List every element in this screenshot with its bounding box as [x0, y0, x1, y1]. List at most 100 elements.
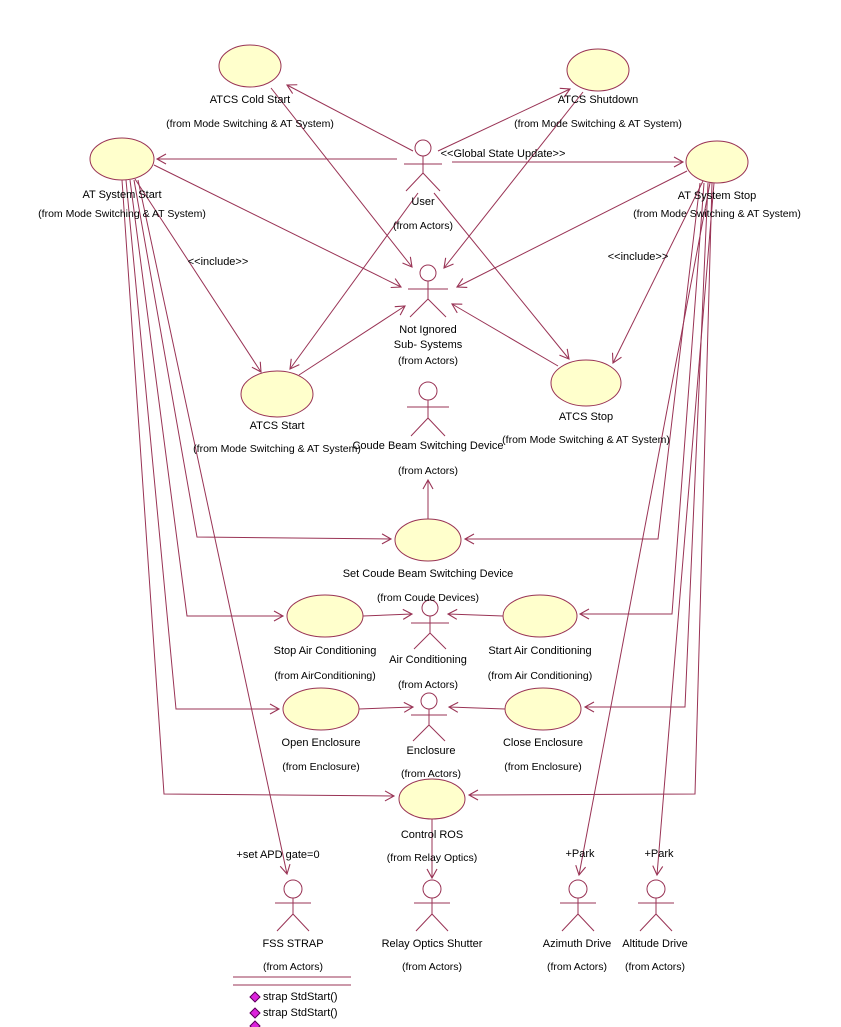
- use-case-from-label: (from Coude Devices): [376, 592, 480, 604]
- edge-label-include: <<include>>: [187, 256, 249, 268]
- operation-label: strap StdStart(): [263, 991, 338, 1003]
- edge-include-at-system-stop-atcs-stop[interactable]: [611, 180, 704, 365]
- edge-park-azimuth-drive[interactable]: [575, 182, 711, 877]
- edge-user-atcs-start[interactable]: [289, 192, 419, 370]
- actor-from-label: (from Actors): [400, 768, 462, 780]
- actor-coude-beam-switching-device[interactable]: [407, 381, 449, 437]
- use-case-from-label: (from Mode Switching & AT System): [514, 118, 682, 130]
- use-case-from-label: (from Air Conditioning): [487, 670, 593, 682]
- use-case-control-ros[interactable]: [398, 778, 466, 820]
- use-case-at-system-stop[interactable]: [685, 140, 749, 184]
- actor-from-label: (from Actors): [397, 355, 459, 367]
- actor-from-label: (from Actors): [397, 679, 459, 691]
- use-case-from-label: (from Mode Switching & AT System): [193, 443, 361, 455]
- actor-from-label: (from Actors): [546, 961, 608, 973]
- actor-label-relay-optics-shutter: Relay Optics Shutter: [381, 938, 483, 950]
- actor-not-ignored-sub-systems[interactable]: [408, 264, 448, 318]
- use-case-label: Stop Air Conditioning: [273, 645, 377, 657]
- edge-at-system-stop-control-ros[interactable]: [467, 182, 713, 801]
- edge-atcs-stop-not-ignored[interactable]: [451, 303, 559, 367]
- use-case-set-coude-beam-switching-device[interactable]: [394, 518, 462, 562]
- actor-label-not-ignored: Not Ignored: [399, 324, 457, 336]
- actor-label-fss-strap: FSS STRAP: [262, 938, 324, 950]
- edge-start-ac-air-conditioning-actor[interactable]: [446, 608, 504, 620]
- actor-label-azimuth-drive: Azimuth Drive: [542, 938, 612, 950]
- edge-at-system-start-open-enclosure[interactable]: [125, 179, 281, 715]
- edge-close-enclosure-enclosure-actor[interactable]: [447, 701, 506, 713]
- edge-label-global-state-update: <<Global State Update>>: [440, 148, 566, 160]
- edge-label-park: +Park: [644, 848, 674, 860]
- use-case-label: ATCS Cold Start: [209, 94, 291, 106]
- operation-icon: [249, 991, 261, 1003]
- actor-from-label: (from Actors): [392, 220, 454, 232]
- use-case-atcs-start[interactable]: [240, 370, 314, 418]
- actor-label-altitude-drive: Altitude Drive: [622, 938, 688, 950]
- actor-label-enclosure: Enclosure: [406, 745, 456, 757]
- edge-shutdown-not-ignored[interactable]: [443, 91, 584, 269]
- edge-at-system-stop-start-ac[interactable]: [578, 182, 705, 620]
- actor-label-air-conditioning: Air Conditioning: [389, 654, 467, 666]
- edge-at-system-start-control-ros[interactable]: [121, 179, 396, 802]
- use-case-from-label: (from AirConditioning): [274, 670, 376, 682]
- actor-air-conditioning[interactable]: [411, 599, 449, 650]
- use-case-start-air-conditioning[interactable]: [502, 594, 578, 638]
- use-case-label: AT System Start: [82, 189, 162, 201]
- actor-enclosure[interactable]: [411, 692, 447, 742]
- actor-relay-optics-shutter[interactable]: [414, 879, 450, 932]
- use-case-label: Start Air Conditioning: [488, 645, 592, 657]
- edge-label-park: +Park: [565, 848, 595, 860]
- edge-atcs-start-not-ignored[interactable]: [298, 305, 406, 376]
- edge-cold-start-not-ignored[interactable]: [270, 87, 413, 268]
- edge-user-atcs-shutdown[interactable]: [437, 87, 572, 152]
- use-case-stop-air-conditioning[interactable]: [286, 594, 364, 638]
- edge-at-system-start-stop-ac[interactable]: [129, 179, 285, 622]
- edge-user-atcs-cold-start[interactable]: [285, 84, 414, 152]
- use-case-from-label: (from Enclosure): [504, 761, 582, 773]
- use-case-label: AT System Stop: [677, 190, 757, 202]
- operation-row: [249, 1020, 261, 1027]
- edge-label-set-apd-gate: +set APD gate=0: [236, 849, 320, 861]
- actor-label-coude-beam: Coude Beam Switching Device: [352, 440, 504, 452]
- actor-azimuth-drive[interactable]: [560, 879, 596, 932]
- use-case-label: Close Enclosure: [502, 737, 584, 749]
- actor-from-label: (from Actors): [401, 961, 463, 973]
- edge-label-include: <<include>>: [607, 251, 669, 263]
- use-case-atcs-stop[interactable]: [550, 359, 622, 407]
- actor-from-label: (from Actors): [397, 465, 459, 477]
- use-case-atcs-cold-start[interactable]: [218, 44, 282, 88]
- use-case-label: ATCS Start: [249, 420, 305, 432]
- actor-label-user: User: [411, 196, 435, 208]
- edge-park-altitude-drive[interactable]: [652, 182, 715, 877]
- use-case-from-label: (from Enclosure): [282, 761, 360, 773]
- use-case-label: Open Enclosure: [281, 737, 361, 749]
- actor-user[interactable]: [404, 139, 442, 192]
- operation-label: strap StdStart(): [263, 1007, 338, 1019]
- edge-stop-ac-air-conditioning-actor[interactable]: [362, 608, 414, 620]
- use-case-close-enclosure[interactable]: [504, 687, 582, 731]
- actor-altitude-drive[interactable]: [638, 879, 674, 932]
- edge-include-at-system-start-atcs-start[interactable]: [134, 178, 262, 373]
- use-case-label: ATCS Stop: [558, 411, 614, 423]
- edge-user-atcs-stop[interactable]: [433, 192, 570, 360]
- actor-fss-strap[interactable]: [275, 879, 311, 932]
- edge-at-system-start-not-ignored[interactable]: [153, 164, 403, 289]
- use-case-open-enclosure[interactable]: [282, 687, 360, 731]
- actor-from-label: (from Actors): [624, 961, 686, 973]
- operation-icon: [249, 1007, 261, 1019]
- edge-at-system-stop-not-ignored[interactable]: [455, 170, 688, 288]
- use-case-atcs-shutdown[interactable]: [566, 48, 630, 92]
- edge-at-system-start-set-coude[interactable]: [133, 179, 393, 545]
- operation-row: strap StdStart(): [249, 1007, 338, 1019]
- edge-set-apd-gate-fss-strap[interactable]: [137, 179, 291, 876]
- use-case-from-label: (from Mode Switching & AT System): [502, 434, 670, 446]
- use-case-label: Control ROS: [400, 829, 464, 841]
- edge-at-system-stop-set-coude[interactable]: [463, 182, 701, 545]
- edge-at-system-stop-close-enclosure[interactable]: [583, 182, 709, 713]
- actor-from-label: (from Actors): [262, 961, 324, 973]
- use-case-at-system-start[interactable]: [89, 137, 155, 181]
- use-case-label: ATCS Shutdown: [557, 94, 639, 106]
- edge-open-enclosure-enclosure-actor[interactable]: [358, 701, 415, 713]
- use-case-from-label: (from Mode Switching & AT System): [166, 118, 334, 130]
